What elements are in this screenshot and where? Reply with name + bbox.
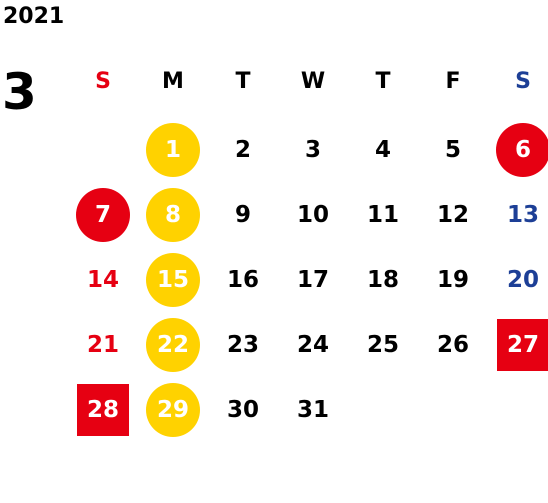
day-cell-2: 2 xyxy=(234,137,251,163)
day-cell-19: 19 xyxy=(436,267,469,293)
day-cell-6: 6 xyxy=(496,123,548,177)
day-cell-22: 22 xyxy=(146,318,200,372)
day-cell-27: 27 xyxy=(497,319,548,371)
day-cell-16: 16 xyxy=(226,267,259,293)
day-cell-17: 17 xyxy=(296,267,329,293)
weekday-header-thu: T xyxy=(375,68,391,94)
day-cell-30: 30 xyxy=(226,397,259,423)
calendar-month: 3 xyxy=(2,63,37,121)
day-cell-13: 13 xyxy=(506,202,539,228)
day-cell-20: 20 xyxy=(506,267,539,293)
day-cell-29: 29 xyxy=(146,383,200,437)
day-cell-15: 15 xyxy=(146,253,200,307)
day-cell-23: 23 xyxy=(226,332,259,358)
weekday-header-tue: T xyxy=(235,68,251,94)
weekday-header-sat: S xyxy=(515,68,531,94)
calendar-year: 2021 xyxy=(3,4,65,29)
weekday-header-wed: W xyxy=(300,68,326,94)
day-cell-11: 11 xyxy=(366,202,399,228)
day-cell-21: 21 xyxy=(86,332,119,358)
day-cell-31: 31 xyxy=(296,397,329,423)
weekday-header-fri: F xyxy=(445,68,461,94)
weekday-header-mon: M xyxy=(162,68,184,94)
day-cell-26: 26 xyxy=(436,332,469,358)
day-cell-9: 9 xyxy=(234,202,251,228)
weekday-header-sun: S xyxy=(95,68,111,94)
day-cell-18: 18 xyxy=(366,267,399,293)
day-cell-14: 14 xyxy=(86,267,119,293)
day-cell-28: 28 xyxy=(77,384,129,436)
day-cell-12: 12 xyxy=(436,202,469,228)
day-cell-3: 3 xyxy=(304,137,321,163)
day-cell-25: 25 xyxy=(366,332,399,358)
day-cell-5: 5 xyxy=(444,137,461,163)
day-cell-1: 1 xyxy=(146,123,200,177)
day-cell-24: 24 xyxy=(296,332,329,358)
day-cell-8: 8 xyxy=(146,188,200,242)
day-cell-7: 7 xyxy=(76,188,130,242)
day-cell-4: 4 xyxy=(374,137,391,163)
day-cell-10: 10 xyxy=(296,202,329,228)
